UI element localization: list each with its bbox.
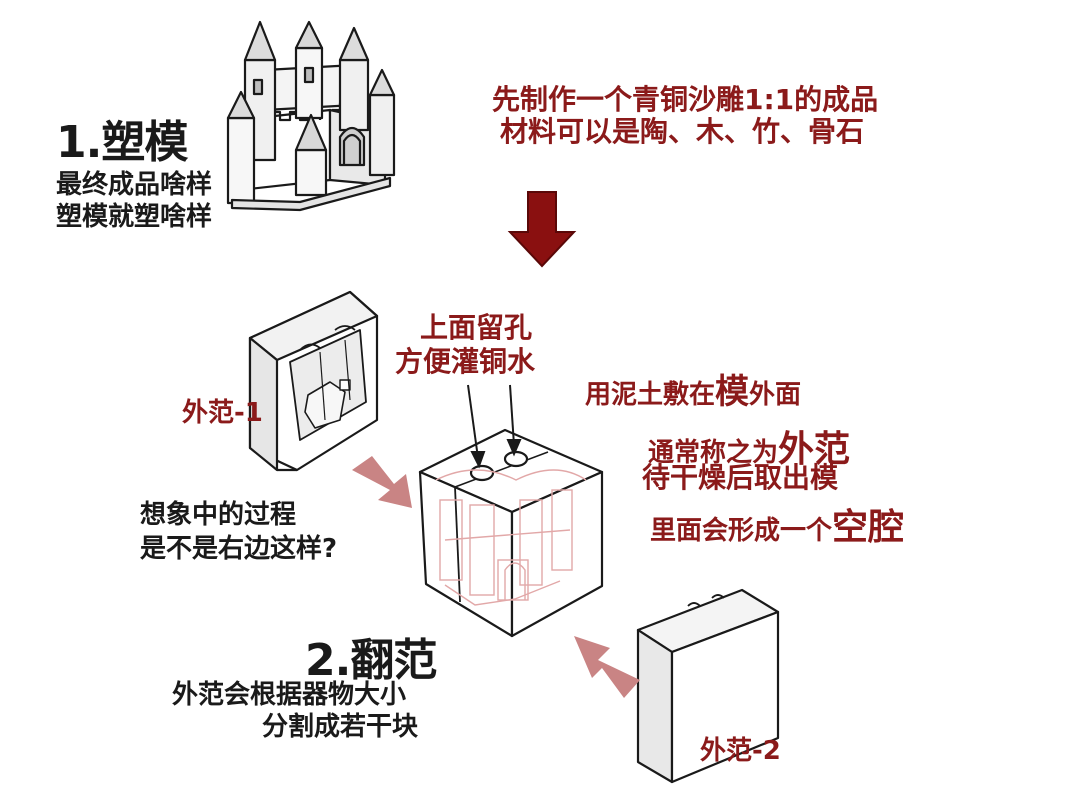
step1-desc-line1: 最终成品啥样: [56, 170, 213, 200]
outer-note-line3-highlight: 空腔: [832, 507, 905, 548]
down-arrow-icon: [507, 191, 577, 268]
clay-note-prefix: 用泥土敷在: [585, 380, 716, 410]
hole-note-line2: 方便灌铜水: [395, 345, 536, 378]
step1-desc-line2: 塑模就塑啥样: [56, 202, 213, 232]
clay-note: 用泥土敷在模外面: [585, 364, 801, 413]
outer-mold-1-illustration: [248, 290, 379, 472]
step2-desc-line2: 分割成若干块: [262, 712, 419, 742]
mold-label-1: 外范-1: [182, 398, 263, 428]
mold-label-2: 外范-2: [700, 736, 781, 766]
question-line2: 是不是右边这样?: [140, 534, 338, 564]
step2-desc-line1: 外范会根据器物大小: [172, 680, 407, 710]
hole-note-line1: 上面留孔: [420, 311, 533, 344]
castle-sculpture-illustration: [226, 20, 396, 212]
outer-note-line3-prefix: 里面会形成一个: [650, 516, 833, 546]
outer-note-line1-highlight: 外范: [778, 429, 851, 470]
top-note-line2: 材料可以是陶、木、竹、骨石: [500, 115, 865, 148]
outer-note-line3: 里面会形成一个空腔: [650, 498, 904, 550]
outer-mold-2-illustration: [636, 588, 780, 784]
outer-note-line2: 待干燥后取出模: [642, 461, 839, 494]
step2-title: 2.翻范: [305, 635, 437, 686]
outer-note-line1: 通常称之为外范: [648, 420, 850, 472]
pink-arrow-icon-upper: [352, 456, 412, 508]
closed-mold-block-illustration: [418, 428, 604, 638]
pink-arrow-icon-lower: [574, 636, 640, 698]
outer-note-line1-prefix: 通常称之为: [648, 438, 779, 468]
step1-title: 1.塑模: [56, 117, 188, 168]
clay-note-highlight: 模: [715, 372, 750, 412]
clay-note-suffix: 外面: [749, 380, 802, 410]
question-line1: 想象中的过程: [140, 500, 297, 530]
top-note-line1: 先制作一个青铜沙雕1:1的成品: [492, 83, 879, 116]
ghost-castle-illustration: [435, 469, 587, 606]
hole-pointer-arrows: [467, 384, 522, 469]
